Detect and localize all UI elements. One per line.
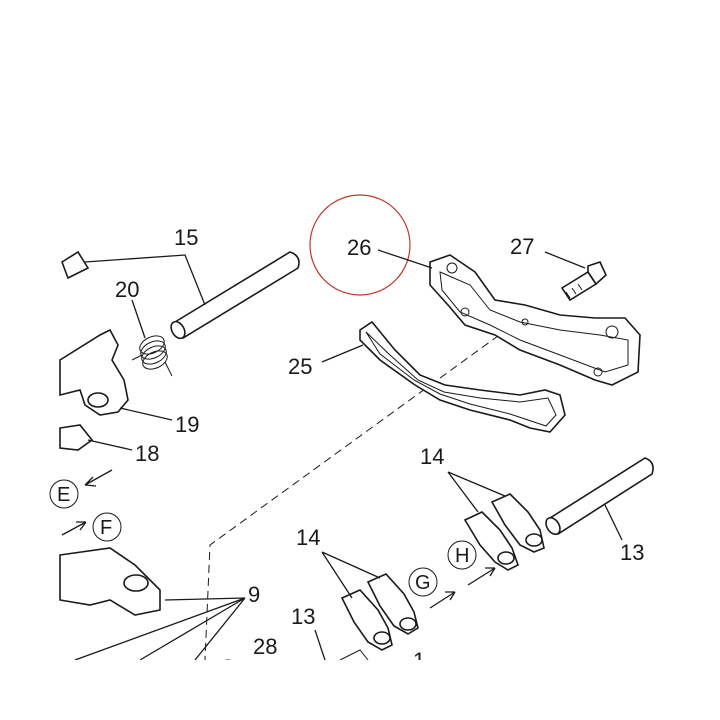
leader-18 <box>87 439 133 451</box>
part-26-cover <box>429 254 641 386</box>
callout-14-left: 14 <box>296 525 320 550</box>
part-27-bolt <box>560 261 607 302</box>
callout-20: 20 <box>115 277 139 302</box>
callout-14-right: 14 <box>420 444 444 469</box>
callout-13-right: 13 <box>620 540 644 565</box>
leader-9 <box>74 597 246 661</box>
part-19-fork <box>59 328 129 416</box>
callout-27: 27 <box>510 234 534 259</box>
part-14-rockers-left <box>340 573 419 651</box>
part-13-left-edge <box>339 649 369 661</box>
part-14-rockers-right <box>463 493 545 571</box>
svg-text:F: F <box>100 517 112 539</box>
callout-13-left: 13 <box>291 604 315 629</box>
marker-h: H <box>447 540 477 570</box>
marker-g: G <box>408 567 438 597</box>
bottom-crop <box>0 660 720 720</box>
leader-26 <box>377 249 433 269</box>
callout-26: 26 <box>347 235 371 260</box>
leader-14-left <box>321 551 381 599</box>
center-line <box>204 319 521 661</box>
part-18 <box>59 424 94 451</box>
callout-9: 9 <box>248 582 260 607</box>
svg-text:H: H <box>455 545 469 567</box>
svg-text:E: E <box>57 484 70 506</box>
leader-27 <box>544 251 586 269</box>
part-9-lever <box>59 547 161 616</box>
callout-19: 19 <box>175 412 199 437</box>
leader-25 <box>321 344 364 363</box>
marker-e: E <box>49 479 79 509</box>
callout-28: 28 <box>253 634 277 659</box>
leader-19 <box>119 407 173 421</box>
arrow-e <box>84 469 113 487</box>
svg-text:G: G <box>415 572 431 594</box>
arrow-h <box>467 567 496 586</box>
arrow-g <box>429 591 456 609</box>
arrow-f <box>61 521 87 536</box>
callout-25: 25 <box>288 354 312 379</box>
highlight-circle <box>309 194 411 296</box>
part-13-shaft-right <box>545 457 654 536</box>
leader-15 <box>84 254 206 306</box>
leader-13-right <box>604 504 623 541</box>
leader-14-right <box>447 471 506 513</box>
callout-18: 18 <box>135 441 159 466</box>
leader-13-left <box>314 629 326 661</box>
part-20-spring <box>131 335 173 377</box>
callout-15: 15 <box>174 225 198 250</box>
part-25-gasket <box>359 320 566 433</box>
marker-f: F <box>92 512 122 542</box>
part-15-shaft <box>61 250 300 340</box>
leader-20 <box>131 299 146 339</box>
